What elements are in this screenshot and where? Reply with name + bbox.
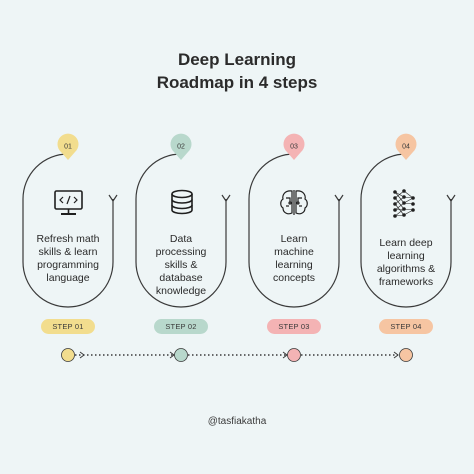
arrow-tip-1 [108, 194, 118, 203]
timeline-dot-4 [399, 348, 413, 362]
title-line-2: Roadmap in 4 steps [156, 73, 318, 92]
step-1-line: programming [37, 259, 99, 271]
arrow-tip-2 [221, 194, 231, 203]
marker-pin-1 [57, 133, 79, 160]
step-marker-2: 02 [170, 133, 192, 160]
step-3-line: Learn [280, 233, 308, 245]
brain-circuit-icon [280, 190, 308, 215]
step-3-line: machine [274, 246, 314, 258]
step-2-line: Data [169, 233, 193, 245]
arrow-tip-4 [446, 194, 456, 203]
step-1-line: language [46, 272, 90, 284]
step-text-4: Learn deep learning algorithms & framewo… [359, 237, 453, 289]
step-pill-3: STEP 03 [267, 319, 321, 334]
diagram-title: Deep Learning Roadmap in 4 steps [0, 48, 474, 94]
database-icon [171, 189, 193, 215]
title-line-1: Deep Learning [177, 50, 297, 69]
timeline-dot-3 [287, 348, 301, 362]
timeline-dot-1 [61, 348, 75, 362]
step-2-line: skills & [164, 259, 198, 271]
step-pill-1: STEP 01 [41, 319, 95, 334]
marker-number-4: 04 [402, 144, 410, 151]
step-pill-4: STEP 04 [379, 319, 433, 334]
step-marker-1: 01 [57, 133, 79, 160]
step-outline-4 [360, 153, 452, 308]
step-outline-3 [248, 153, 340, 308]
step-outline-2 [135, 153, 227, 308]
step-3-line: concepts [272, 272, 316, 284]
step-4-line: frameworks [378, 276, 434, 288]
step-4-line: Learn deep [379, 237, 433, 249]
step-text-2: Data processing skills & database knowle… [134, 233, 228, 298]
step-1-line: Refresh math [36, 233, 100, 245]
arrow-tip-3 [334, 194, 344, 203]
step-3-line: learning [275, 259, 313, 271]
marker-number-1: 01 [64, 144, 72, 151]
step-2-line: processing [155, 246, 207, 258]
step-1-line: skills & learn [38, 246, 98, 258]
step-2-line: database [159, 272, 203, 284]
step-marker-3: 03 [283, 133, 305, 160]
marker-number-3: 03 [290, 144, 298, 151]
step-2-line: knowledge [155, 285, 207, 297]
step-4-line: algorithms & [376, 263, 436, 275]
step-text-3: Learn machine learning concepts [247, 233, 341, 285]
marker-pin-3 [283, 133, 305, 160]
author-handle: @tasfiakatha [207, 416, 267, 427]
neural-network-icon [393, 189, 415, 218]
marker-pin-2 [170, 133, 192, 160]
marker-number-2: 02 [177, 144, 185, 151]
timeline [61, 348, 413, 362]
step-4-line: learning [387, 250, 425, 262]
code-monitor-icon [54, 190, 83, 215]
step-marker-4: 04 [395, 133, 417, 160]
step-pill-2: STEP 02 [154, 319, 208, 334]
marker-pin-4 [395, 133, 417, 160]
timeline-dot-2 [174, 348, 188, 362]
step-text-1: Refresh math skills & learn programming … [21, 233, 115, 285]
step-outline-1 [22, 153, 114, 308]
